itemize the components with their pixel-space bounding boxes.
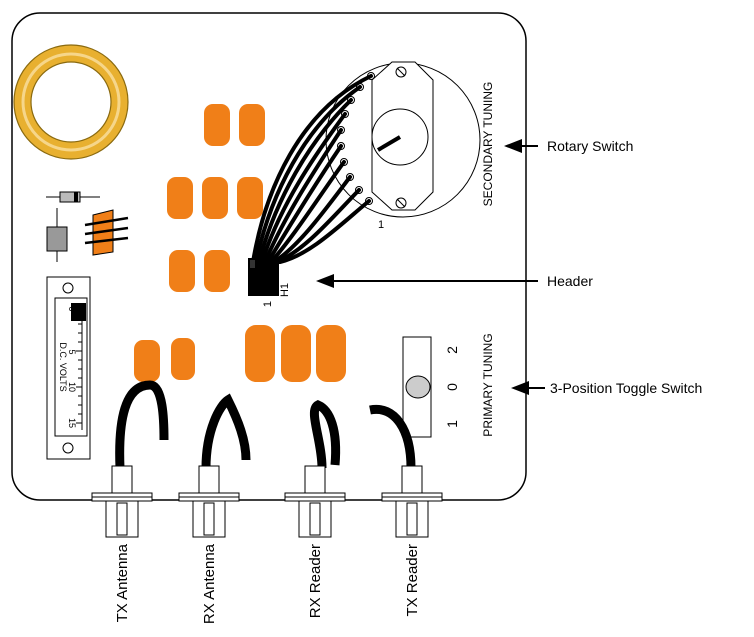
capacitor-gray bbox=[46, 208, 68, 262]
connector-tx-antenna bbox=[91, 465, 153, 538]
primary-tuning-label: PRIMARY TUNING bbox=[481, 333, 495, 436]
meter-tick-10: 10 bbox=[67, 382, 77, 392]
connector-label-tx-antenna: TX Antenna bbox=[114, 543, 131, 622]
wound-inductor bbox=[84, 209, 129, 256]
diode bbox=[46, 191, 100, 203]
toggle-position-1: 1 bbox=[444, 420, 460, 428]
toggle-position-2: 2 bbox=[444, 346, 460, 354]
connector-tx-reader bbox=[381, 465, 443, 538]
coax-cables bbox=[115, 380, 416, 469]
rotary-pin1-label: 1 bbox=[378, 219, 384, 231]
connector-label-rx-antenna: RX Antenna bbox=[201, 543, 218, 624]
callout-header bbox=[316, 274, 538, 288]
toggle-switch-label: 3-Position Toggle Switch bbox=[550, 380, 702, 396]
dc-volts-meter bbox=[46, 276, 91, 460]
header-name-label: H1 bbox=[279, 283, 291, 297]
header-pin1-label: 1 bbox=[262, 301, 274, 307]
meter-tick-5: 5 bbox=[67, 349, 77, 354]
toggle-position-0: 0 bbox=[444, 383, 460, 391]
header-h1 bbox=[248, 258, 279, 296]
rotary-switch bbox=[325, 61, 481, 218]
toroid-coil bbox=[13, 44, 129, 160]
callout-toggle-switch bbox=[511, 381, 545, 395]
header-label: Header bbox=[547, 273, 593, 289]
meter-scale-label: D.C. VOLTS bbox=[58, 342, 68, 391]
connector-rx-reader bbox=[284, 465, 346, 538]
meter-tick-15: 15 bbox=[67, 418, 77, 428]
connector-label-rx-reader: RX Reader bbox=[307, 544, 324, 618]
secondary-tuning-label: SECONDARY TUNING bbox=[481, 82, 495, 207]
wire-harness bbox=[251, 74, 373, 264]
rotary-switch-label: Rotary Switch bbox=[547, 138, 633, 154]
connector-label-tx-reader: TX Reader bbox=[404, 544, 421, 617]
connector-rx-antenna bbox=[178, 465, 240, 538]
orange-components bbox=[134, 104, 346, 382]
meter-tick-0: 0 bbox=[67, 306, 77, 311]
callout-rotary-switch bbox=[504, 139, 538, 153]
toggle-switch bbox=[402, 336, 432, 438]
